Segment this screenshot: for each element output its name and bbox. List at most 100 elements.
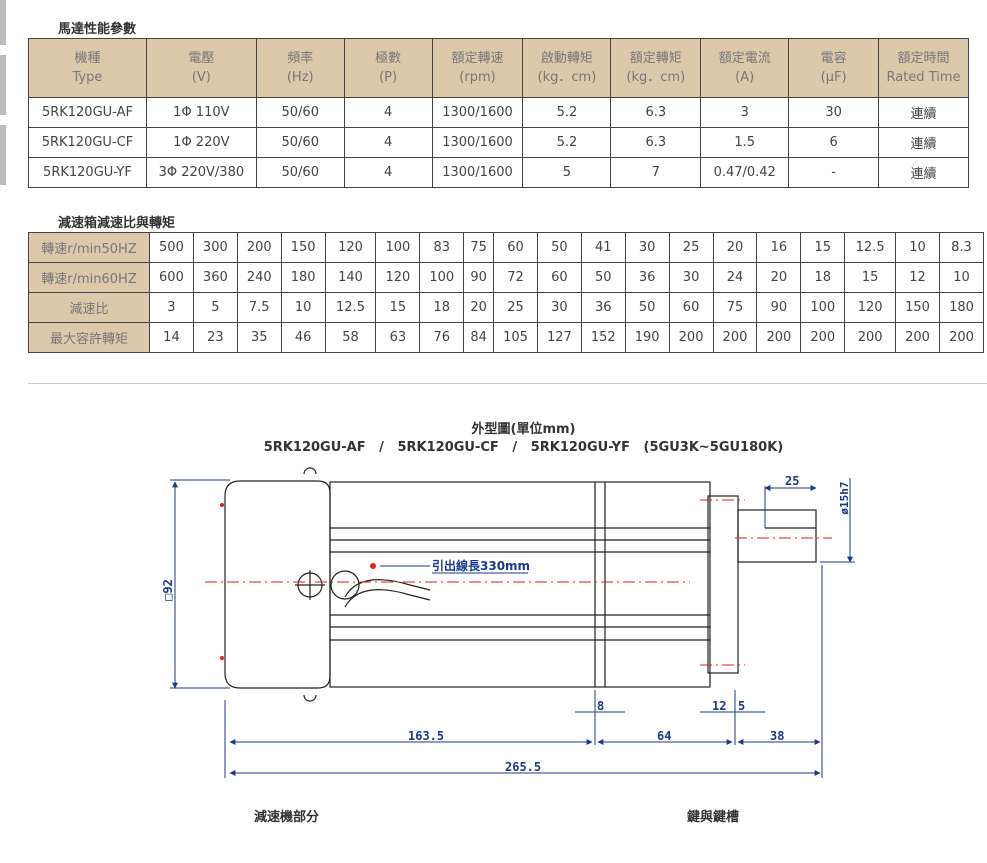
bottom-dimensions <box>224 565 823 778</box>
gear-cell: 10 <box>895 232 940 263</box>
dim-12: 12 <box>712 699 726 713</box>
section-divider <box>28 383 987 384</box>
gear-cell: 100 <box>800 292 846 323</box>
dim-shaft: ø15h7 <box>838 481 851 514</box>
spec-cell: 6.3 <box>610 97 702 128</box>
gear-cell: 200 <box>938 322 985 353</box>
gear-cell: 83 <box>419 232 465 263</box>
gear-cell: 100 <box>419 262 465 293</box>
gear-cell: 90 <box>463 262 495 293</box>
header-unit: Rated Time <box>886 70 961 85</box>
spec-cell: 7 <box>610 157 702 188</box>
gear-cell: 84 <box>463 322 495 353</box>
dim-64: 64 <box>657 729 671 743</box>
header-label: 額定電流 <box>718 51 771 66</box>
spec-cell: 5.2 <box>522 127 612 158</box>
header-label: 額定轉速 <box>451 51 504 66</box>
spec-cell: 5RK120GU-AF <box>28 97 147 128</box>
spec-cell: 3Φ 220V/380 <box>145 157 257 188</box>
gear-cell: 58 <box>324 322 377 353</box>
gear-cell: 30 <box>536 292 582 323</box>
center-lines <box>205 499 832 666</box>
spec-cell: 30 <box>788 97 880 128</box>
header-label: 極數 <box>375 51 402 66</box>
gear-cell: 200 <box>668 322 714 353</box>
spec-header-cell: 電容(μF) <box>788 38 880 98</box>
gear-cell: 60 <box>493 232 538 263</box>
gear-cell: 50 <box>536 232 582 263</box>
gear-cell: 200 <box>712 322 758 353</box>
gear-cell: 600 <box>149 262 194 293</box>
gear-cell: 3 <box>149 292 194 323</box>
gear-cell: 36 <box>624 262 670 293</box>
spec-cell: 6 <box>788 127 880 158</box>
dim-5: 5 <box>738 699 745 713</box>
gear-cell: 120 <box>324 232 377 263</box>
gear-cell: 120 <box>844 292 897 323</box>
gear-cell: 46 <box>280 322 326 353</box>
spec-cell: 連續 <box>878 127 969 158</box>
spec-cell: 1300/1600 <box>431 157 524 188</box>
gear-cell: 10 <box>938 262 985 293</box>
spec-header-cell: 額定轉速(rpm) <box>431 38 524 98</box>
gear-row-label: 減速比 <box>28 292 150 323</box>
header-label: 電壓 <box>188 51 215 66</box>
gear-cell: 16 <box>756 232 802 263</box>
spec-cell: 1Φ 110V <box>145 97 257 128</box>
spec-cell: 4 <box>343 97 433 128</box>
gear-cell: 200 <box>800 322 846 353</box>
motor-section-title: 馬達性能參數 <box>58 22 137 37</box>
gear-cell: 152 <box>580 322 626 353</box>
gearbox-body <box>224 467 331 702</box>
gear-cell: 5 <box>192 292 238 323</box>
spec-cell: 5.2 <box>522 97 612 128</box>
gear-cell: 50 <box>624 292 670 323</box>
gear-cell: 36 <box>580 292 626 323</box>
spec-cell: 50/60 <box>255 127 345 158</box>
gear-cell: 180 <box>280 262 326 293</box>
gear-cell: 15 <box>800 232 846 263</box>
gear-cell: 14 <box>149 322 194 353</box>
spec-cell: 5RK120GU-CF <box>28 127 147 158</box>
gear-cell: 90 <box>756 292 802 323</box>
header-label: 啟動轉矩 <box>540 51 593 66</box>
header-unit: (A) <box>735 70 755 85</box>
dim-38: 38 <box>770 729 784 743</box>
spec-cell: 0.47/0.42 <box>700 157 790 188</box>
gear-cell: 18 <box>419 292 465 323</box>
header-unit: Type <box>72 70 103 85</box>
dim-8: 8 <box>597 699 604 713</box>
spec-cell: 連續 <box>878 97 969 128</box>
gear-cell: 23 <box>192 322 238 353</box>
gear-cell: 25 <box>668 232 714 263</box>
header-unit: (V) <box>191 70 211 85</box>
gear-cell: 72 <box>493 262 538 293</box>
header-label: 電容 <box>820 51 847 66</box>
gear-cell: 127 <box>536 322 582 353</box>
gear-cell: 12.5 <box>844 232 897 263</box>
gear-cell: 75 <box>712 292 758 323</box>
gear-cell: 30 <box>624 232 670 263</box>
gear-row-label: 轉速r/min50HZ <box>28 232 150 263</box>
spec-cell: 50/60 <box>255 97 345 128</box>
gear-cell: 120 <box>375 262 421 293</box>
spec-cell: 4 <box>343 127 433 158</box>
header-unit: (Hz) <box>286 70 314 85</box>
gear-cell: 75 <box>463 232 495 263</box>
gear-cell: 20 <box>756 262 802 293</box>
spec-header-cell: 電壓 (V) <box>145 38 257 98</box>
drawing-title: 外型圖(單位mm) <box>471 422 576 437</box>
motor-body <box>329 481 739 688</box>
gear-cell: 100 <box>375 232 421 263</box>
header-label: 額定轉矩 <box>629 51 682 66</box>
gear-cell: 30 <box>668 262 714 293</box>
gear-cell: 180 <box>938 292 985 323</box>
gear-cell: 300 <box>192 232 238 263</box>
gear-row-label: 最大容許轉矩 <box>28 322 150 353</box>
mount-marks <box>220 503 376 660</box>
